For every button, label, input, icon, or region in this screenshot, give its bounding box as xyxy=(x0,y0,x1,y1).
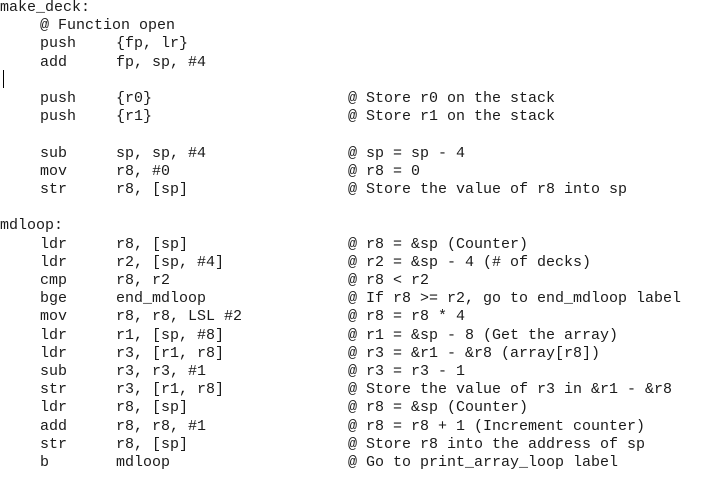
code-line-instruction: push {r0} @ Store r0 on the stack xyxy=(0,90,719,108)
mnemonic: sub xyxy=(40,144,68,162)
comment-text: @ r8 < r2 xyxy=(348,272,430,289)
mnemonic: push xyxy=(40,35,77,53)
comment-text: @ r8 = 0 xyxy=(348,162,421,180)
comment-text: @ If r8 >= r2, go to end_mdloop label xyxy=(348,290,682,308)
mnemonic: str xyxy=(40,181,68,198)
operands: fp, sp, #4 xyxy=(116,53,207,71)
operands: {r1} xyxy=(116,108,153,126)
operands: r2, [sp, #4] xyxy=(116,253,225,271)
code-line-instruction: ldr r1, [sp, #8] @ r1 = &sp - 8 (Get the a… xyxy=(0,327,719,345)
comment-text: @ Go to print_array_loop label xyxy=(348,454,619,471)
mnemonic: str xyxy=(40,435,68,453)
code-line-instruction: add r8, r8, #1 @ r8 = r8 + 1 (Increment co… xyxy=(0,418,719,436)
mnemonic: push xyxy=(40,108,77,126)
operands: r8, [sp] xyxy=(116,435,189,453)
code-line-label: mdloop: xyxy=(0,217,719,235)
operands: r8, #0 xyxy=(116,162,171,180)
code-line-instruction: ldr r2, [sp, #4] @ r2 = &sp - 4 (# of deck… xyxy=(0,254,719,272)
mnemonic: add xyxy=(40,53,68,71)
mnemonic: ldr xyxy=(40,326,68,344)
operands: mdloop xyxy=(116,454,171,471)
mnemonic: sub xyxy=(40,363,68,380)
operands: {fp, lr} xyxy=(116,35,189,53)
mnemonic: mov xyxy=(40,162,68,180)
comment-text: @ r8 = &sp (Counter) xyxy=(348,399,529,417)
code-line-blank xyxy=(0,199,719,217)
comment-text: @ Function open xyxy=(40,17,176,35)
code-line-comment: @ Function open xyxy=(0,17,719,35)
comment-text: @ Store r1 on the stack xyxy=(348,108,556,126)
code-line-instruction: b mdloop @ Go to print_array_loop label xyxy=(0,454,719,472)
comment-text: @ Store the value of r8 into sp xyxy=(348,181,628,198)
code-line-instruction: str r3, [r1, r8] @ Store the value of r3 i… xyxy=(0,381,719,399)
operands: {r0} xyxy=(116,90,153,107)
operands: r1, [sp, #8] xyxy=(116,326,225,344)
mnemonic: cmp xyxy=(40,272,68,289)
comment-text: @ r8 = r8 * 4 xyxy=(348,308,466,326)
mnemonic: b xyxy=(40,454,50,471)
operands: sp, sp, #4 xyxy=(116,144,207,162)
code-line-instruction: mov r8, r8, LSL #2 @ r8 = r8 * 4 xyxy=(0,308,719,326)
code-line-blank xyxy=(0,126,719,144)
code-line-blank xyxy=(0,72,719,90)
code-line-instruction: add fp, sp, #4 xyxy=(0,54,719,72)
code-line-instruction: ldr r8, [sp] @ r8 = &sp (Counter) xyxy=(0,399,719,417)
comment-text: @ Store r8 into the address of sp xyxy=(348,435,646,453)
comment-text: @ Store the value of r3 in &r1 - &r8 xyxy=(348,381,673,399)
mnemonic: ldr xyxy=(40,253,68,271)
code-line-instruction: mov r8, #0 @ r8 = 0 xyxy=(0,163,719,181)
operands: r3, r3, #1 xyxy=(116,363,207,380)
code-line-instruction: bge end_mdloop @ If r8 >= r2, go to end_md… xyxy=(0,290,719,308)
comment-text: @ sp = sp - 4 xyxy=(348,144,466,162)
code-line-instruction: ldr r3, [r1, r8] @ r3 = &r1 - &r8 (array[r… xyxy=(0,345,719,363)
comment-text: @ r3 = &r1 - &r8 (array[r8]) xyxy=(348,344,601,362)
code-line-instruction: push {fp, lr} xyxy=(0,35,719,53)
operands: r8, r8, LSL #2 xyxy=(116,308,243,326)
code-line-instruction: cmp r8, r2 @ r8 < r2 xyxy=(0,272,719,290)
operands: r3, [r1, r8] xyxy=(116,344,225,362)
operands: end_mdloop xyxy=(116,290,207,308)
comment-text: @ r2 = &sp - 4 (# of decks) xyxy=(348,253,592,271)
mnemonic: push xyxy=(40,90,77,107)
label-text: mdloop: xyxy=(0,217,64,235)
code-line-instruction: ldr r8, [sp] @ r8 = &sp (Counter) xyxy=(0,236,719,254)
mnemonic: ldr xyxy=(40,235,68,253)
operands: r8, [sp] xyxy=(116,399,189,417)
operands: r8, r2 xyxy=(116,272,171,289)
comment-text: @ Store r0 on the stack xyxy=(348,90,556,107)
label-text: make_deck: xyxy=(0,0,91,16)
mnemonic: mov xyxy=(40,308,68,326)
code-line-instruction: str r8, [sp] @ Store the value of r8 into … xyxy=(0,181,719,199)
comment-text: @ r8 = &sp (Counter) xyxy=(348,235,529,253)
mnemonic: add xyxy=(40,417,68,435)
operands: r3, [r1, r8] xyxy=(116,381,225,399)
operands: r8, r8, #1 xyxy=(116,417,207,435)
comment-text: @ r1 = &sp - 8 (Get the array) xyxy=(348,326,619,344)
operands: r8, [sp] xyxy=(116,181,189,198)
comment-text: @ r8 = r8 + 1 (Increment counter) xyxy=(348,417,646,435)
code-line-instruction: sub r3, r3, #1 @ r3 = r3 - 1 xyxy=(0,363,719,381)
mnemonic: ldr xyxy=(40,344,68,362)
mnemonic: ldr xyxy=(40,399,68,417)
text-caret xyxy=(3,70,4,88)
comment-text: @ r3 = r3 - 1 xyxy=(348,363,466,380)
code-line-instruction: str r8, [sp] @ Store r8 into the address o… xyxy=(0,436,719,454)
code-line-instruction: push {r1} @ Store r1 on the stack xyxy=(0,108,719,126)
operands: r8, [sp] xyxy=(116,235,189,253)
code-line-instruction: sub sp, sp, #4 @ sp = sp - 4 xyxy=(0,145,719,163)
mnemonic: str xyxy=(40,381,68,399)
code-line-label: make_deck: xyxy=(0,0,719,17)
mnemonic: bge xyxy=(40,290,68,308)
